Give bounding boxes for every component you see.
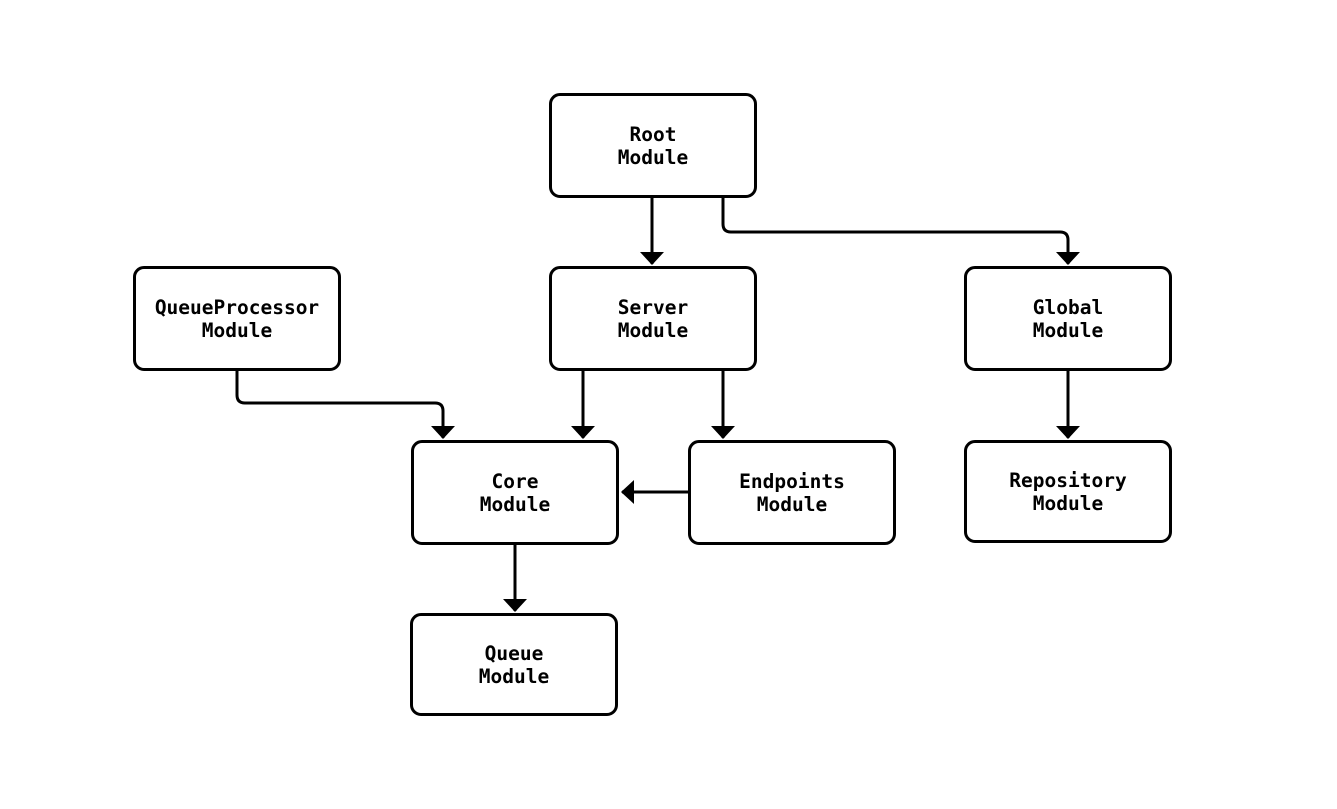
node-core-module-label: Core Module: [479, 469, 551, 516]
node-endpoints-module-label: Endpoints Module: [739, 469, 845, 516]
node-root-module-label: Root Module: [617, 122, 689, 169]
node-endpoints-module: Endpoints Module: [688, 440, 896, 545]
node-repository-module-label: Repository Module: [1009, 468, 1127, 515]
node-root-module: Root Module: [549, 93, 757, 198]
edge-queueprocessor-to-core: [235, 371, 455, 439]
node-server-module-label: Server Module: [617, 295, 689, 342]
node-repository-module: Repository Module: [964, 440, 1172, 543]
node-global-module-label: Global Module: [1032, 295, 1104, 342]
node-queue-module-label: Queue Module: [478, 641, 550, 688]
node-queue-module: Queue Module: [410, 613, 618, 716]
node-global-module: Global Module: [964, 266, 1172, 371]
node-core-module: Core Module: [411, 440, 619, 545]
node-queueprocessor-module-label: QueueProcessor Module: [154, 295, 320, 342]
edge-root-to-global: [721, 198, 1080, 265]
node-server-module: Server Module: [549, 266, 757, 371]
node-queueprocessor-module: QueueProcessor Module: [133, 266, 341, 371]
